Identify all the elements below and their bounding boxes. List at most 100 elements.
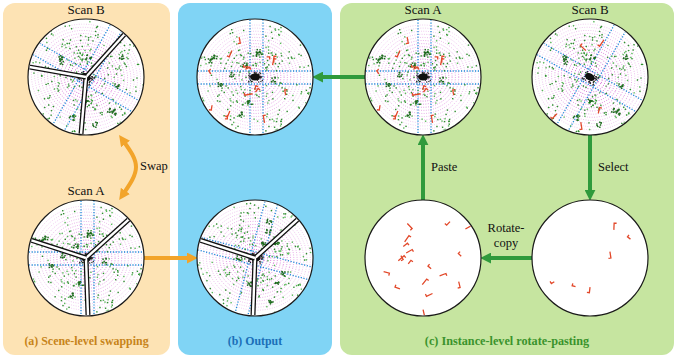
vegetation-point [236, 235, 238, 237]
vegetation-point [76, 108, 78, 110]
vegetation-point [56, 266, 57, 267]
vegetation-point [297, 245, 299, 247]
vegetation-point [52, 239, 53, 240]
tree-point [266, 230, 268, 232]
road-edge [195, 70, 315, 71]
vegetation-point [117, 271, 118, 272]
vegetation-point [268, 46, 269, 47]
scan-ring [417, 72, 429, 83]
tree-point [241, 113, 243, 115]
vegetation-point [72, 81, 74, 83]
vegetation-point [224, 269, 226, 271]
tree-point [399, 72, 401, 74]
vegetation-point [240, 231, 242, 233]
tree-point [222, 84, 224, 86]
vegetation-point [241, 117, 242, 118]
tree-point [62, 253, 64, 255]
vegetation-point [49, 97, 51, 99]
tree-point [64, 255, 66, 257]
vegetation-point [280, 53, 281, 54]
vegetation-point [435, 60, 436, 61]
sector-boundary [194, 238, 255, 258]
ego-point [416, 75, 417, 76]
tree-point [231, 72, 233, 74]
vegetation-point [387, 101, 388, 102]
vegetation-point [86, 244, 87, 245]
vegetation-point [237, 93, 238, 94]
vegetation-point [270, 52, 271, 53]
tree-point [45, 236, 47, 238]
vegetation-point [111, 212, 112, 213]
ego-point [260, 76, 261, 77]
tree-point [95, 126, 97, 128]
tree-point [398, 74, 400, 76]
vegetation-point [262, 273, 264, 275]
vegetation-point [272, 98, 273, 99]
vegetation-point [280, 27, 281, 28]
vegetation-point [300, 44, 301, 45]
vegetation-point [271, 278, 273, 280]
vegetation-point [299, 66, 300, 67]
vegetation-point [104, 301, 105, 302]
tree-point [239, 259, 241, 261]
ego-point [427, 72, 428, 73]
tree-point [218, 86, 220, 88]
tree-point [257, 49, 259, 51]
vegetation-point [452, 88, 453, 89]
vegetation-point [240, 219, 242, 221]
vegetation-point [129, 92, 131, 94]
lidar-scan-illustration [197, 200, 313, 316]
vegetation-point [112, 82, 114, 84]
vegetation-point [408, 54, 409, 55]
vegetation-point [403, 127, 404, 128]
vegetation-point [209, 275, 211, 277]
vegetation-point [131, 236, 132, 237]
vegetation-point [424, 95, 425, 96]
tree-point [263, 243, 265, 245]
vegetation-point [110, 216, 111, 217]
tree-point [116, 86, 118, 88]
vegetation-point [129, 287, 130, 288]
vegetation-point [278, 29, 279, 30]
vegetation-point [285, 284, 287, 286]
vegetation-point [233, 265, 235, 267]
tree-point [233, 74, 235, 76]
instance-points [209, 105, 212, 110]
vegetation-point [225, 289, 227, 291]
vegetation-point [231, 91, 232, 92]
vegetation-point [231, 124, 232, 125]
ego-point [252, 253, 253, 254]
vegetation-point [49, 95, 51, 97]
scan-ring [242, 65, 267, 88]
vegetation-point [447, 109, 448, 110]
vegetation-point [253, 118, 254, 119]
vegetation-point [84, 236, 85, 237]
vegetation-point [40, 266, 41, 267]
panel-box: Scan BScan A(a) Scene-level swapping [3, 3, 170, 355]
vegetation-point [90, 230, 91, 231]
vegetation-point [132, 79, 134, 81]
vegetation-point [474, 90, 475, 91]
vegetation-point [281, 55, 282, 56]
vegetation-point [89, 50, 91, 52]
vegetation-point [88, 104, 90, 106]
ego-point [260, 256, 261, 257]
vegetation-point [94, 109, 96, 111]
vegetation-point [73, 86, 75, 88]
vegetation-point [423, 63, 424, 64]
vegetation-point [226, 266, 228, 268]
ego-point [91, 79, 93, 81]
vegetation-point [72, 270, 73, 271]
ego-point [250, 262, 251, 263]
vegetation-point [238, 245, 240, 247]
vegetation-point [123, 62, 125, 64]
vegetation-point [280, 43, 281, 44]
vegetation-point [279, 35, 280, 36]
tree-point [89, 57, 91, 59]
vegetation-point [86, 54, 88, 56]
tree-point [121, 58, 123, 60]
tree-point [236, 258, 238, 260]
tree-point [87, 234, 89, 236]
vegetation-point [401, 41, 402, 42]
vegetation-point [415, 104, 416, 105]
